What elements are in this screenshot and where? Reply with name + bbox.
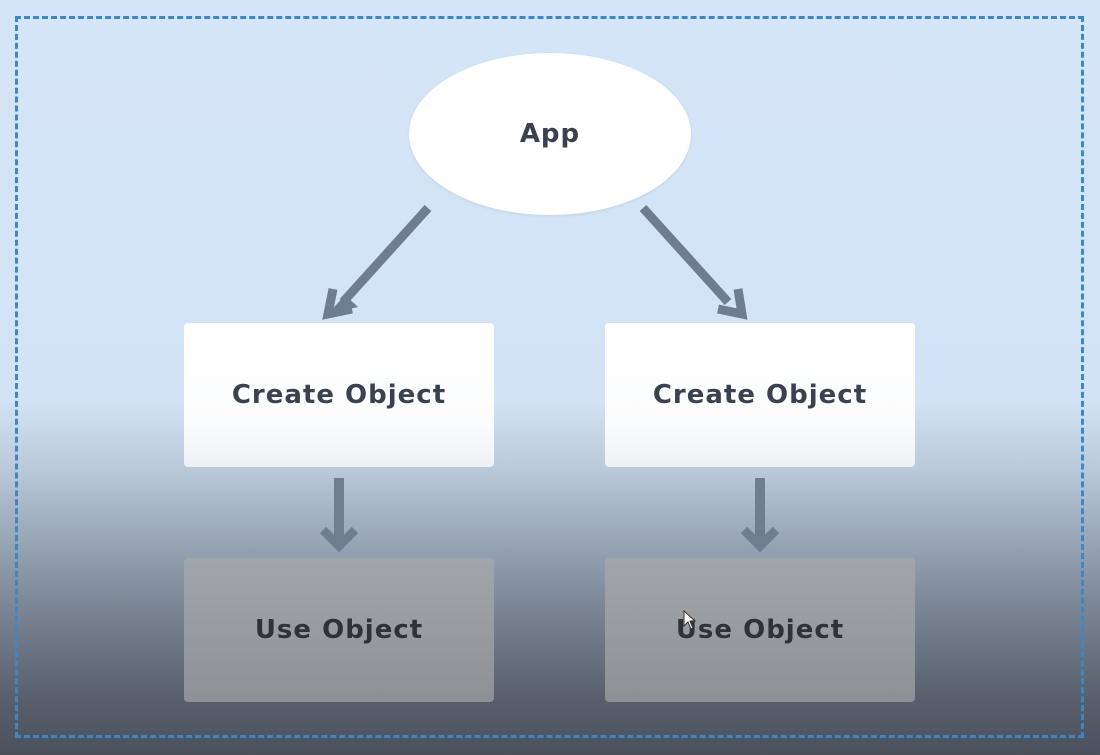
arrow-left-create-to-use	[319, 478, 359, 553]
use-object-node-right: Use Object	[605, 558, 915, 702]
dashed-frame	[15, 16, 1084, 738]
arrow-right-create-to-use	[740, 478, 780, 553]
use-object-label-right: Use Object	[675, 615, 845, 645]
create-object-node-right: Create Object	[605, 323, 915, 467]
app-node: App	[409, 53, 691, 215]
create-object-label-left: Create Object	[231, 380, 447, 410]
create-object-label-right: Create Object	[652, 380, 868, 410]
mouse-pointer-icon	[683, 610, 697, 630]
use-object-label-left: Use Object	[254, 615, 424, 645]
arrow-app-to-right-create	[639, 204, 748, 320]
use-object-node-left: Use Object	[184, 558, 494, 702]
arrow-app-to-left-create	[322, 204, 432, 320]
create-object-node-left: Create Object	[184, 323, 494, 467]
app-node-label: App	[519, 119, 581, 149]
